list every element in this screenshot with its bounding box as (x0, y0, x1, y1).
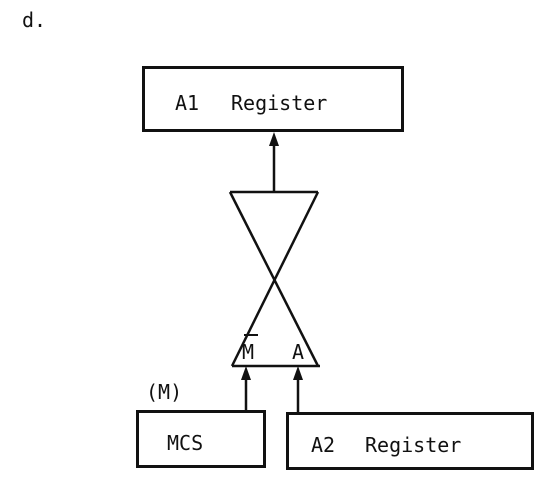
mux-to-a1-arrowhead (269, 132, 279, 146)
mcs-signal-label: (M) (146, 382, 182, 402)
mcs-label: MCS (167, 433, 203, 453)
a2-register-box: A2 Register (286, 412, 534, 470)
a2-register-label: Register (365, 435, 461, 455)
mcs-box: MCS (136, 410, 266, 468)
a2-register-name: A2 (311, 435, 335, 455)
mux-input-m-bar-label: M (242, 342, 254, 362)
mcs-to-mux-arrowhead (241, 366, 251, 380)
a2-to-mux-arrowhead (293, 366, 303, 380)
mux-input-a-label: A (292, 342, 304, 362)
